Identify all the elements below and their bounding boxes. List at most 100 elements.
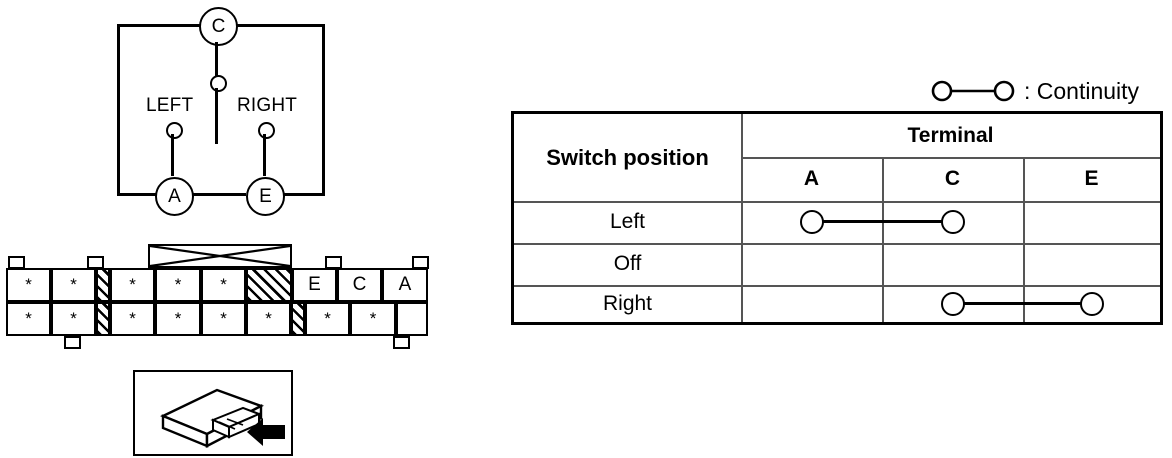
table-vline-a-c (882, 157, 884, 322)
connector-cell-bottom-9-blocked (291, 302, 305, 336)
schematic-wire-top-right (233, 24, 325, 27)
connector-cell-bottom-11: * (350, 302, 396, 336)
schematic-wire-bottom-mid (189, 193, 246, 196)
row-position-label: Left (609, 210, 646, 233)
table-hline-header (514, 201, 1160, 203)
connector-cell-top-7-hatched (246, 268, 292, 302)
continuity-dot-right-e (1080, 292, 1104, 316)
connector-cell-bottom-5: * (155, 302, 201, 336)
table-header-col-e: E (1023, 157, 1160, 201)
table-header-col-a-label: A (803, 167, 820, 190)
cell-label: * (220, 309, 227, 328)
cell-label: * (324, 309, 331, 328)
cell-label: * (129, 309, 136, 328)
switch-schematic: C LEFT RIGHT A E (0, 0, 480, 230)
cell-label: * (25, 309, 32, 328)
connector-cell-top-3-blocked (96, 268, 110, 302)
cell-label: A (398, 274, 412, 295)
terminal-label-e: E (259, 185, 272, 207)
table-header-col-a: A (741, 157, 882, 201)
connector-cell-bottom-1: * (6, 302, 51, 336)
terminal-node-c: C (199, 7, 238, 46)
contact-label-left: LEFT (146, 95, 194, 116)
connector-pinout: * * * * * E C A * * * * * * * * * (0, 236, 470, 356)
continuity-symbol-icon (931, 80, 1015, 102)
table-header-col-e-label: E (1084, 167, 1099, 190)
table-vline-position (741, 114, 743, 322)
continuity-dot-right-c (941, 292, 965, 316)
schematic-wire-right-to-e (263, 134, 266, 176)
terminal-label-a: A (168, 185, 181, 207)
table-row-left-label: Left (514, 201, 741, 243)
cell-label: * (25, 275, 32, 294)
connector-cell-bottom-3-blocked (96, 302, 110, 336)
connector-3d-icon (160, 388, 285, 448)
contact-point-right (258, 122, 275, 139)
table-header-col-c: C (882, 157, 1023, 201)
cell-label: * (174, 275, 182, 294)
connector-tab-bottom-left (64, 336, 81, 349)
schematic-wire-bottom-right (280, 193, 325, 196)
continuity-link-right-c-e (953, 302, 1092, 305)
connector-cell-top-4: * (110, 268, 155, 302)
connector-illustration (133, 370, 293, 456)
switch-arm (215, 88, 218, 144)
table-vline-c-e (1023, 157, 1025, 322)
connector-cell-top-6: * (201, 268, 246, 302)
table-header-terminal: Terminal (741, 114, 1160, 157)
switch-pivot-point (210, 75, 227, 92)
table-row-off-label: Off (514, 243, 741, 285)
table-header-col-c-label: C (944, 167, 961, 190)
row-position-label: Off (613, 252, 642, 275)
connector-cover-box (148, 244, 292, 268)
contact-point-left (166, 122, 183, 139)
connector-tab-bottom-right (393, 336, 410, 349)
connector-cell-top-5: * (155, 268, 201, 302)
table-hline-row1 (514, 243, 1160, 245)
table-header-switch-position: Switch position (514, 114, 741, 201)
connector-cell-top-e: E (292, 268, 337, 302)
cell-label: * (70, 275, 77, 294)
connector-cell-top-1: * (6, 268, 51, 302)
continuity-table: Switch position Terminal A C E Left Off … (511, 111, 1163, 325)
connector-cell-bottom-7: * (246, 302, 291, 336)
row-position-label: Right (602, 291, 653, 315)
cell-label: E (308, 274, 321, 295)
cell-label: * (265, 309, 272, 328)
cell-label: * (129, 275, 136, 294)
continuity-dot-left-c (941, 210, 965, 234)
cell-label: * (220, 275, 227, 294)
cell-label: * (369, 309, 377, 328)
table-header-switch-position-label: Switch position (546, 144, 709, 170)
table-header-terminal-label: Terminal (907, 123, 994, 147)
schematic-wire-right (322, 24, 325, 196)
connector-cell-top-a: A (382, 268, 428, 302)
schematic-wire-bottom-left (117, 193, 161, 196)
cell-label: C (352, 274, 367, 295)
continuity-dot-left-a (800, 210, 824, 234)
terminal-node-a: A (155, 177, 194, 216)
continuity-link-left-a-c (812, 220, 953, 223)
schematic-wire-left (117, 24, 120, 196)
terminal-label-c: C (211, 15, 226, 37)
terminal-node-e: E (246, 177, 285, 216)
table-hline-terminal (741, 157, 1160, 159)
cell-label: * (70, 309, 77, 328)
connector-cell-bottom-6: * (201, 302, 246, 336)
connector-cell-bottom-10: * (305, 302, 350, 336)
cell-label: * (174, 309, 182, 328)
cover-cross-icon (150, 246, 290, 266)
connector-cell-bottom-4: * (110, 302, 155, 336)
connector-cell-bottom-12 (396, 302, 428, 336)
contact-label-right: RIGHT (237, 95, 298, 116)
table-row-right-label: Right (514, 285, 741, 322)
table-hline-row2 (514, 285, 1160, 287)
schematic-wire-top-left (117, 24, 203, 27)
continuity-legend-label: : Continuity (1024, 77, 1140, 104)
connector-cell-top-c: C (337, 268, 382, 302)
continuity-legend: : Continuity (930, 78, 1139, 104)
schematic-wire-left-to-a (171, 134, 174, 176)
connector-cell-bottom-2: * (51, 302, 96, 336)
connector-cell-top-2: * (51, 268, 96, 302)
switch-pivot-stem (215, 42, 218, 76)
